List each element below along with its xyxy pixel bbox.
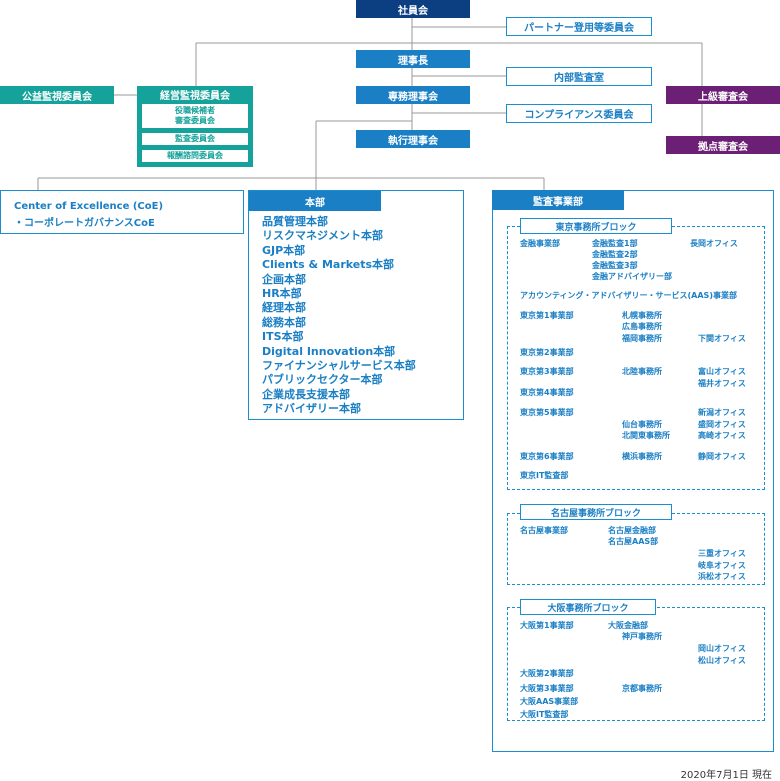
honbu-item: 総務本部 <box>262 315 306 329</box>
takasaki-office: 高崎オフィス <box>698 431 746 440</box>
audit-committee: 監査委員会 <box>141 132 249 146</box>
aas-dept: アカウンティング・アドバイザリー・サービス(AAS)事業部 <box>520 291 737 300</box>
coe-line1: Center of Excellence (CoE) <box>14 201 164 212</box>
honbu-item: 企画本部 <box>262 272 306 286</box>
kobe-office: 神戸事務所 <box>622 632 662 641</box>
matsuyama-office: 松山オフィス <box>698 656 746 665</box>
honbu-item: パブリックセクター本部 <box>262 373 383 387</box>
osaka2-dept: 大阪第2事業部 <box>520 669 574 678</box>
osaka1-dept: 大阪第1事業部 <box>520 621 574 630</box>
as-of-date: 2020年7月1日 現在 <box>680 770 772 781</box>
honbu-item: 企業成長支援本部 <box>262 387 350 401</box>
kyoto-office: 京都事務所 <box>622 684 662 693</box>
sendai-office: 仙台事務所 <box>622 420 662 429</box>
tokyo-it-dept: 東京IT監査部 <box>520 471 569 480</box>
osaka-finance: 大阪金融部 <box>608 621 648 630</box>
hokuriku-office: 北陸事務所 <box>622 367 662 376</box>
coe-line2: ・コーポレートガバナンスCoE <box>14 218 155 229</box>
management-oversight-group: 経営監視委員会 役職候補者 審査委員会 監査委員会 報酬諮問委員会 <box>137 86 253 167</box>
kinyu-dept: 金融事業部 <box>520 239 560 248</box>
shizuoka-office: 静岡オフィス <box>698 452 746 461</box>
internal-audit-box: 内部監査室 <box>506 67 652 86</box>
honbu-item: リスクマネジメント本部 <box>262 229 383 243</box>
okayama-office: 岡山オフィス <box>698 644 746 653</box>
nagoya-sub: 名古屋AAS部 <box>608 537 659 546</box>
shimonoseki-office: 下関オフィス <box>698 334 746 343</box>
nagoya-sub: 名古屋金融部 <box>608 526 656 535</box>
nagoya-block-title: 名古屋事務所ブロック <box>520 504 672 520</box>
honbu-item: HR本部 <box>262 287 302 300</box>
honbu-title: 本部 <box>249 191 381 211</box>
osaka-it-dept: 大阪IT監査部 <box>520 710 569 719</box>
kinyu-sub: 金融アドバイザリー部 <box>592 272 672 281</box>
rijicho-box: 理事長 <box>356 50 470 68</box>
tokyo1-dept: 東京第1事業部 <box>520 311 574 320</box>
honbu-item: GJP本部 <box>262 243 306 257</box>
tokyo6-dept: 東京第6事業部 <box>520 452 574 461</box>
honbu-panel: 本部 品質管理本部 リスクマネジメント本部 GJP本部 Clients & Ma… <box>248 190 464 420</box>
kinyu-sub: 金融監査1部 <box>592 239 638 248</box>
tokyo3-dept: 東京第3事業部 <box>520 367 574 376</box>
senmu-rijikai-box: 専務理事会 <box>356 86 470 104</box>
public-oversight-box: 公益監視委員会 <box>0 86 114 104</box>
management-oversight-title: 経営監視委員会 <box>160 90 230 102</box>
officer-candidate-committee: 役職候補者 審査委員会 <box>141 103 249 129</box>
tokyo5-dept: 東京第5事業部 <box>520 408 574 417</box>
nagoya-office: 浜松オフィス <box>698 572 746 581</box>
honbu-item: ITS本部 <box>262 330 304 344</box>
toyama-office: 富山オフィス <box>698 367 746 376</box>
tokyo1-office: 福岡事務所 <box>622 334 662 343</box>
tokyo4-dept: 東京第4事業部 <box>520 388 574 397</box>
nagoya-dept: 名古屋事業部 <box>520 526 568 535</box>
kyoten-shinsakai-box: 拠点審査会 <box>666 136 780 154</box>
honbu-item: アドバイザリー本部 <box>262 402 361 416</box>
nagoya-office: 三重オフィス <box>698 549 746 558</box>
honbu-item: 品質管理本部 <box>262 215 328 228</box>
tokyo-block-title: 東京事務所ブロック <box>520 218 672 234</box>
nagaoka-office: 長岡オフィス <box>690 239 738 248</box>
honbu-item: ファイナンシャルサービス本部 <box>262 359 416 372</box>
morioka-office: 盛岡オフィス <box>698 420 746 429</box>
nagoya-office: 岐阜オフィス <box>698 561 746 570</box>
compliance-committee-box: コンプライアンス委員会 <box>506 104 652 123</box>
kitakanto-office: 北関東事務所 <box>622 431 670 440</box>
honbu-item: 経理本部 <box>262 301 306 315</box>
remuneration-committee: 報酬諮問委員会 <box>141 149 249 163</box>
joukyu-shinsakai-box: 上級審査会 <box>666 86 780 104</box>
partner-committee-box: パートナー登用等委員会 <box>506 17 652 36</box>
tokyo1-office: 広島事務所 <box>622 322 662 331</box>
shikko-rijikai-box: 執行理事会 <box>356 130 470 148</box>
niigata-office: 新潟オフィス <box>698 408 746 417</box>
kansa-title: 監査事業部 <box>492 190 624 210</box>
honbu-item: Digital Innovation本部 <box>262 344 396 358</box>
kansa-panel <box>492 190 774 752</box>
fukui-office: 福井オフィス <box>698 379 746 388</box>
tokyo2-dept: 東京第2事業部 <box>520 348 574 357</box>
osaka3-dept: 大阪第3事業部 <box>520 684 574 693</box>
honbu-item: Clients & Markets本部 <box>262 258 395 272</box>
yokohama-office: 横浜事務所 <box>622 452 662 461</box>
kinyu-sub: 金融監査2部 <box>592 250 638 259</box>
shain-kai-box: 社員会 <box>356 0 470 18</box>
coe-panel: Center of Excellence (CoE) ・コーポレートガバナンスC… <box>0 190 244 234</box>
osaka-aas-dept: 大阪AAS事業部 <box>520 697 579 706</box>
osaka-block-title: 大阪事務所ブロック <box>520 599 656 615</box>
tokyo1-office: 札幌事務所 <box>622 311 662 320</box>
kinyu-sub: 金融監査3部 <box>592 261 638 270</box>
